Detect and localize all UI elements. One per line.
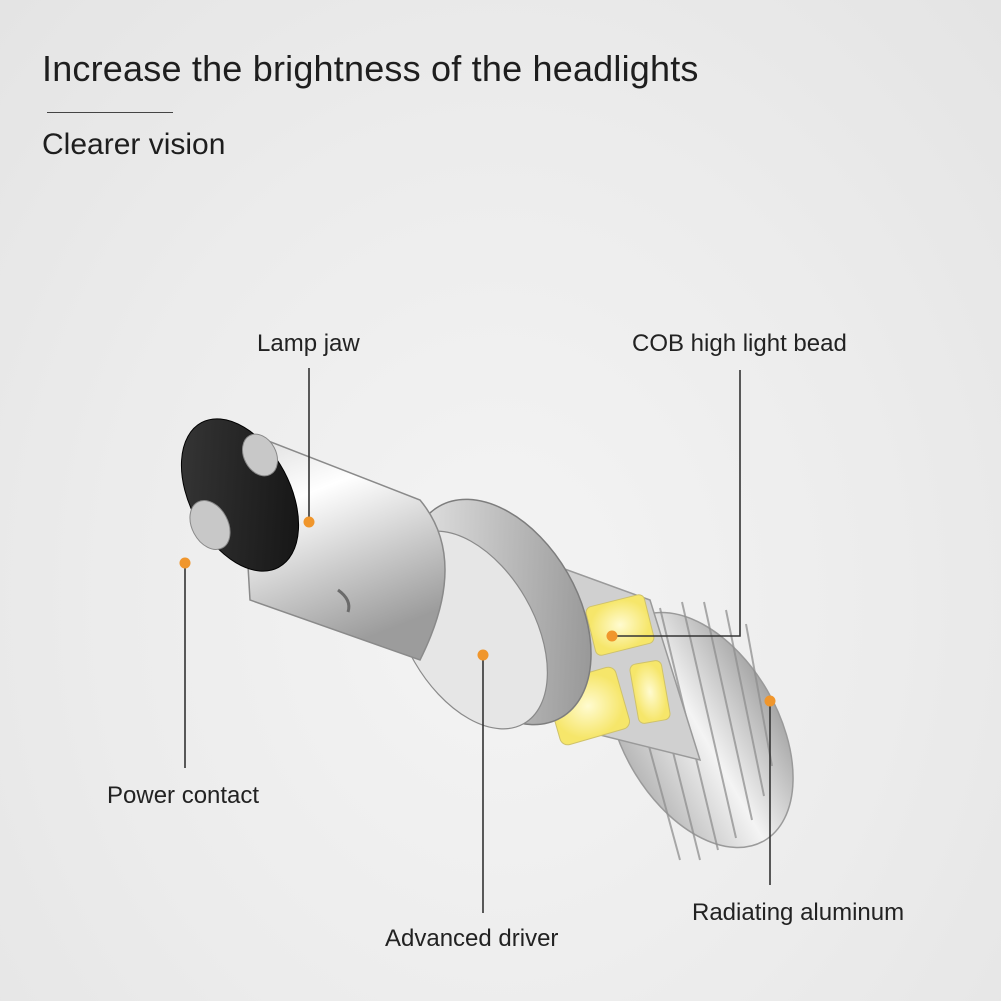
page-title: Increase the brightness of the headlight…	[42, 48, 699, 89]
label-radiating-aluminum: Radiating aluminum	[692, 899, 905, 926]
cob-chip-top	[585, 594, 655, 656]
contact-pin-upper	[241, 433, 279, 477]
lamp-cap	[180, 418, 300, 572]
label-power-contact: Power contact	[107, 782, 260, 809]
leader-cob-bead	[612, 370, 741, 637]
dot-lamp-jaw	[303, 516, 315, 528]
page-subtitle: Clearer vision	[42, 128, 226, 161]
contact-pin-lower	[189, 500, 231, 550]
dot-advanced-driver	[477, 649, 489, 661]
dot-radiating-aluminum	[764, 695, 776, 707]
driver-collar	[392, 498, 592, 730]
led-board	[538, 558, 702, 762]
bayonet-notch	[337, 588, 351, 613]
dot-cob-bead	[606, 630, 618, 642]
dot-power-contact	[179, 557, 191, 569]
label-cob-bead: COB high light bead	[632, 330, 847, 357]
leader-lines	[184, 368, 771, 913]
callout-dots	[179, 516, 776, 707]
title-divider	[47, 112, 173, 113]
cob-chip-side	[629, 660, 671, 724]
label-lamp-jaw: Lamp jaw	[257, 330, 360, 357]
label-advanced-driver: Advanced driver	[385, 925, 559, 952]
